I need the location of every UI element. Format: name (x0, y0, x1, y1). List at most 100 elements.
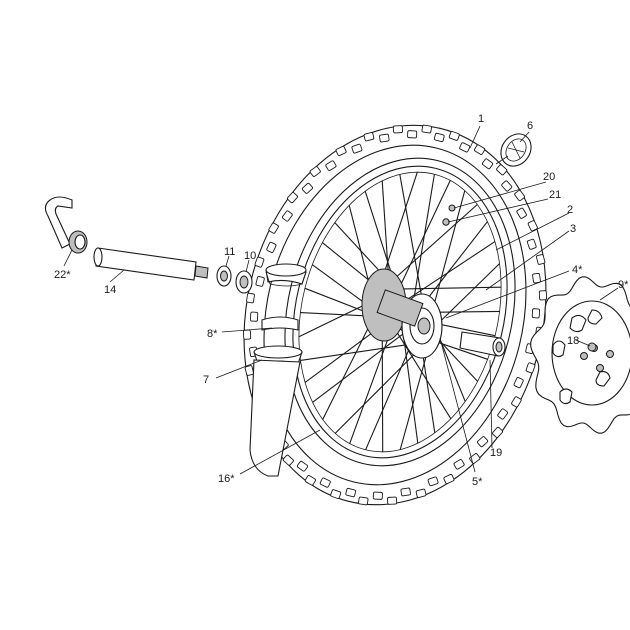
spoke (420, 345, 436, 433)
tread-block (433, 132, 445, 143)
tread-block (309, 166, 321, 177)
tread-block (304, 475, 316, 486)
tread-block (387, 496, 398, 505)
spoke (429, 310, 500, 313)
spoke (381, 322, 384, 452)
tread-block (527, 220, 538, 232)
tread-block (511, 396, 522, 408)
tread-block (319, 477, 331, 488)
disc-bolt (587, 342, 597, 352)
tread-block (501, 180, 513, 192)
callout-7: 7 (203, 374, 209, 386)
spoke (322, 313, 376, 420)
callout-21: 21 (549, 189, 561, 201)
bearing-10 (235, 270, 253, 294)
tread-block (254, 256, 265, 268)
spoke (386, 204, 478, 286)
tread-block (497, 408, 508, 420)
tread-block (525, 362, 536, 374)
tread-block (427, 476, 439, 487)
fork-guard (253, 263, 307, 365)
tread-block (325, 160, 337, 171)
hub (361, 268, 443, 359)
callout-1: 1 (478, 113, 484, 125)
tread-block (477, 436, 489, 448)
tread-block (538, 290, 548, 301)
callout-8: 8* (207, 328, 218, 340)
callout-3: 3 (570, 223, 576, 235)
spoke (349, 322, 395, 444)
tread-block (536, 254, 546, 265)
leader-lines (63, 125, 619, 475)
tread-block (351, 143, 363, 154)
axle (93, 247, 209, 281)
spoke (381, 180, 390, 286)
tread-block (301, 182, 313, 194)
spacer (459, 331, 506, 357)
callout-10: 10 (244, 250, 256, 262)
callout-2: 2 (567, 204, 573, 216)
tread-block (481, 158, 494, 170)
tread-block (532, 272, 541, 284)
tread-block (492, 426, 503, 438)
tread-block (379, 133, 390, 143)
spoke (365, 341, 413, 451)
tread-block (345, 487, 357, 498)
tread-block (282, 210, 293, 222)
tread-block (516, 207, 527, 219)
tread-block (443, 473, 455, 485)
tread-block (448, 131, 460, 141)
callout-16: 16* (218, 473, 235, 485)
spoke (396, 286, 502, 290)
spoke (399, 174, 425, 308)
tread-block (474, 144, 486, 155)
tread-block (282, 454, 294, 466)
bearing-11 (216, 265, 232, 287)
tread-block (459, 142, 471, 153)
tread-block (526, 238, 537, 250)
callout-4: 4* (572, 264, 583, 276)
tread-block (496, 164, 508, 176)
rim-lock (442, 204, 456, 226)
callout-labels: 1 6 20 21 2 3 4* 9* 18 19 5* 16* 7 8* 11… (54, 113, 629, 488)
tread-block (246, 292, 255, 304)
tread-block (392, 125, 403, 134)
spoke (312, 330, 407, 403)
tread-block (514, 189, 525, 202)
spoke (401, 241, 496, 304)
tread-block (244, 365, 254, 376)
tread-block (421, 124, 432, 134)
tread-block (268, 222, 279, 234)
callout-9: 9* (618, 279, 629, 291)
tread-block (363, 132, 375, 142)
tread-block (250, 311, 259, 322)
axle-pull-bolt (44, 196, 88, 254)
callout-18: 18 (567, 335, 579, 347)
brake-disc (530, 276, 630, 434)
spoke (391, 323, 452, 419)
callout-19: 19 (490, 447, 502, 459)
tread-block (453, 459, 465, 470)
callout-11: 11 (224, 246, 235, 258)
callout-14: 14 (104, 284, 116, 296)
tread-block (513, 377, 524, 389)
tread-block (296, 460, 309, 472)
spoke (430, 190, 466, 315)
tread-block (407, 130, 418, 139)
tread-block (531, 308, 540, 319)
tread-block (400, 487, 411, 497)
tread-block (242, 329, 252, 340)
tread-block (266, 241, 277, 253)
tread-block (372, 491, 383, 500)
spoke (420, 221, 488, 307)
spokes (298, 172, 502, 452)
spoke (429, 339, 488, 360)
tyre-tread-blocks (242, 124, 548, 506)
tread-block (287, 192, 298, 204)
fork-tube (249, 359, 301, 477)
spoke (433, 263, 500, 328)
spoke (411, 174, 435, 310)
callout-5: 5* (472, 476, 483, 488)
spoke (300, 343, 414, 361)
